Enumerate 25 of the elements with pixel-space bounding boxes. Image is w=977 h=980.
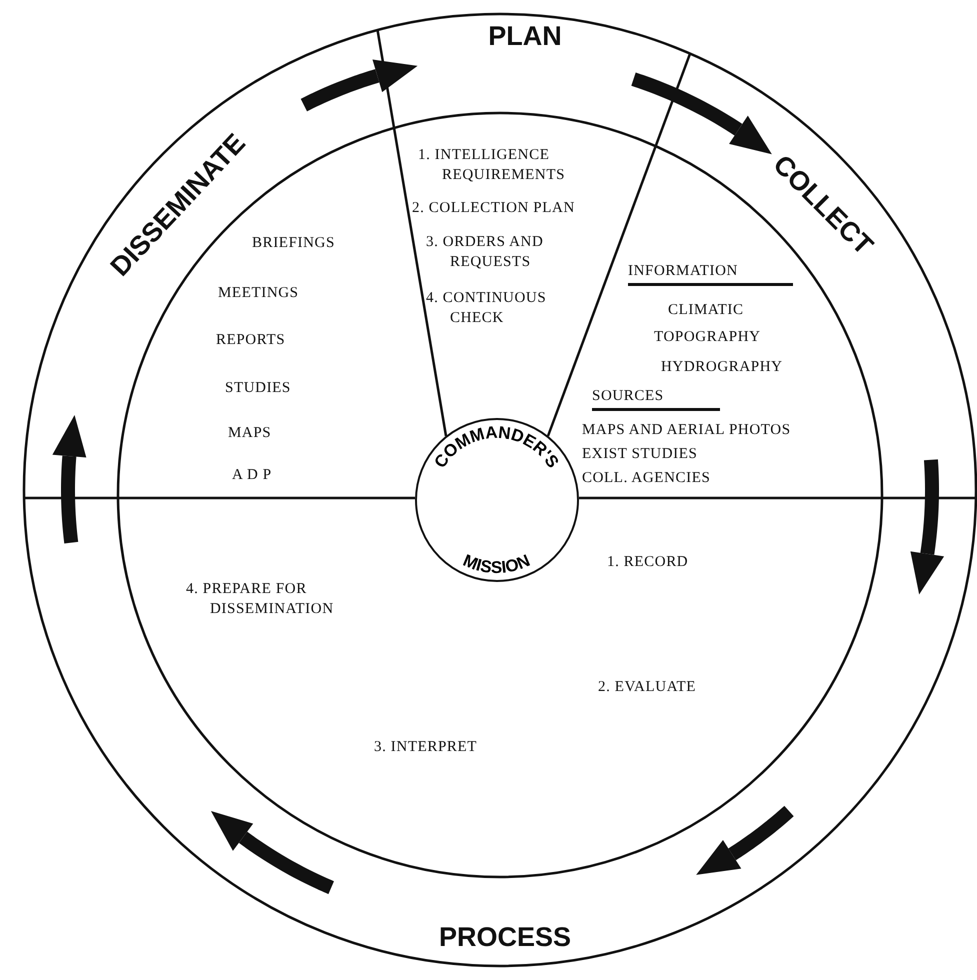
list-item: TOPOGRAPHY xyxy=(654,328,761,347)
list-item: EXIST STUDIES xyxy=(582,445,698,464)
list-item: HYDROGRAPHY xyxy=(661,358,783,377)
list-item: 4. PREPARE FOR DISSEMINATION xyxy=(186,580,335,620)
list-item: MEETINGS xyxy=(218,284,299,303)
phase-label: PLAN xyxy=(488,20,562,53)
list-item: A D P xyxy=(232,466,272,485)
circle-label: MISSION xyxy=(460,550,533,577)
list-item: REPORTS xyxy=(216,331,286,350)
list-item: 4. CONTINUOUS CHECK xyxy=(426,289,548,328)
list-item: 2. COLLECTION PLAN xyxy=(412,199,575,218)
heading: INFORMATION xyxy=(628,261,793,286)
heading: SOURCES xyxy=(592,386,720,412)
list-item: CLIMATIC xyxy=(668,301,744,320)
list-item: BRIEFINGS xyxy=(252,234,335,253)
list-item: STUDIES xyxy=(225,379,291,398)
list-item: 1. INTELLIGENCE REQUIREMENTS xyxy=(418,146,566,186)
list-item: COLL. AGENCIES xyxy=(582,469,710,488)
list-item: MAPS AND AERIAL PHOTOS xyxy=(582,421,791,440)
list-item: MAPS xyxy=(228,424,272,443)
phase-label: PROCESS xyxy=(438,920,572,954)
list-item: 3. ORDERS AND REQUESTS xyxy=(426,233,544,272)
list-item: 3. INTERPRET xyxy=(374,738,478,757)
list-item: 1. RECORD xyxy=(607,553,688,572)
list-item: 2. EVALUATE xyxy=(598,678,696,697)
